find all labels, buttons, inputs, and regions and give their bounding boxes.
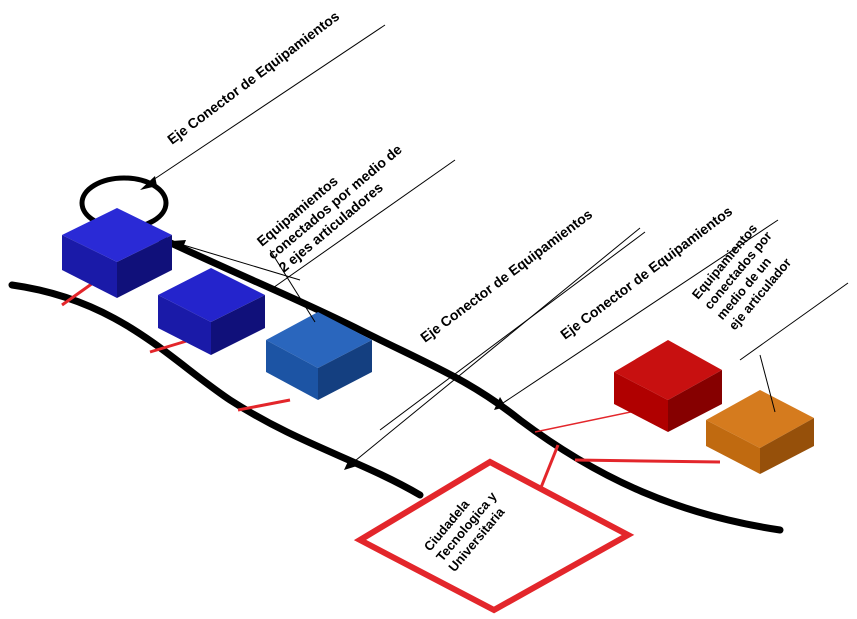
leader-lines [140,24,849,470]
connector-blue3 [237,398,291,412]
lower-axis-curve [8,281,424,499]
connector-red-box [534,409,641,433]
connector-blue2 [149,338,191,354]
center-frame [353,458,635,614]
connector-center [538,444,560,491]
blue-box-2 [158,268,265,355]
connector-orange-box [574,458,721,464]
blue-box-1 [62,208,172,298]
red-box [614,340,722,432]
upper-axis-curve [156,234,784,534]
label-top-axis: Eje Conector de Equipamientos [164,8,342,148]
label-blue-group: Equipamientos conectados por medio de 2 … [254,141,405,275]
blue-box-3 [266,312,372,400]
orange-box [706,390,814,474]
